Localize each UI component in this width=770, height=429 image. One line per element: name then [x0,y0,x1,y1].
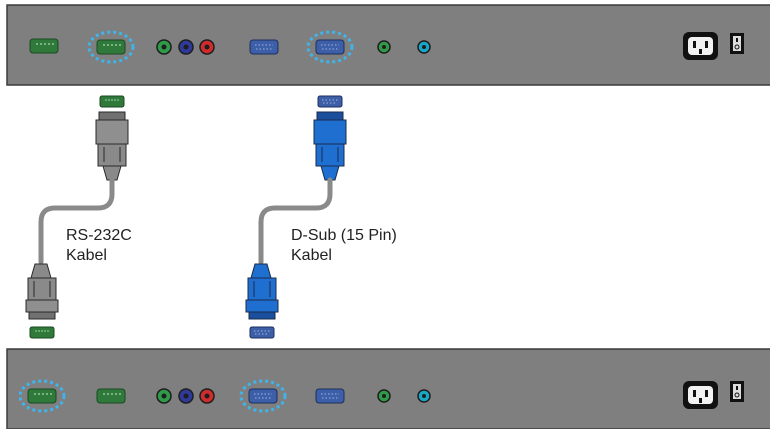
rs232c-bottom-connector [25,263,59,320]
rs232c-cable [25,95,129,339]
dsub-label-line1: D-Sub (15 Pin) [291,227,397,244]
dsub-label-line2: Kabel [291,247,332,264]
bottom-vga-port-2 [315,388,345,404]
rs232c-label-line1: RS-232C [66,227,132,244]
top-device-panel [6,4,770,86]
bottom-rs232-port-2 [96,388,126,404]
rs232c-wire [38,177,115,265]
dsub-top-port-icon [317,95,343,108]
rs232c-bottom-port-icon [29,326,55,339]
top-rs232-port-2-highlighted [87,30,135,64]
top-vga-port-2-highlighted [306,30,354,64]
top-rs232-port-1 [29,38,59,54]
bottom-device-panel [6,348,770,429]
dsub-bottom-connector [245,263,279,320]
bottom-component-jacks [156,388,215,404]
rs232c-top-connector [95,111,129,181]
top-power-switch-icon [730,33,744,54]
bottom-vga-port-1-highlighted [239,379,287,413]
bottom-audio-jacks [377,389,431,403]
dsub-wire [258,177,333,265]
rs232c-cable-label: RS-232C Kabel [66,226,132,266]
top-component-jacks [156,39,215,55]
top-vga-port-1 [249,39,279,55]
rs232c-top-port-icon [99,95,125,108]
dsub-top-connector [313,111,347,181]
dsub-bottom-port-icon [249,326,275,339]
rs232c-label-line2: Kabel [66,247,107,264]
top-audio-jacks [377,40,431,54]
bottom-rs232-port-1-highlighted [18,379,66,413]
top-power-socket-icon [683,32,718,60]
bottom-power-socket-icon [683,381,718,409]
bottom-power-switch-icon [730,381,744,402]
dsub-cable [245,95,347,339]
dsub-cable-label: D-Sub (15 Pin) Kabel [291,226,397,266]
